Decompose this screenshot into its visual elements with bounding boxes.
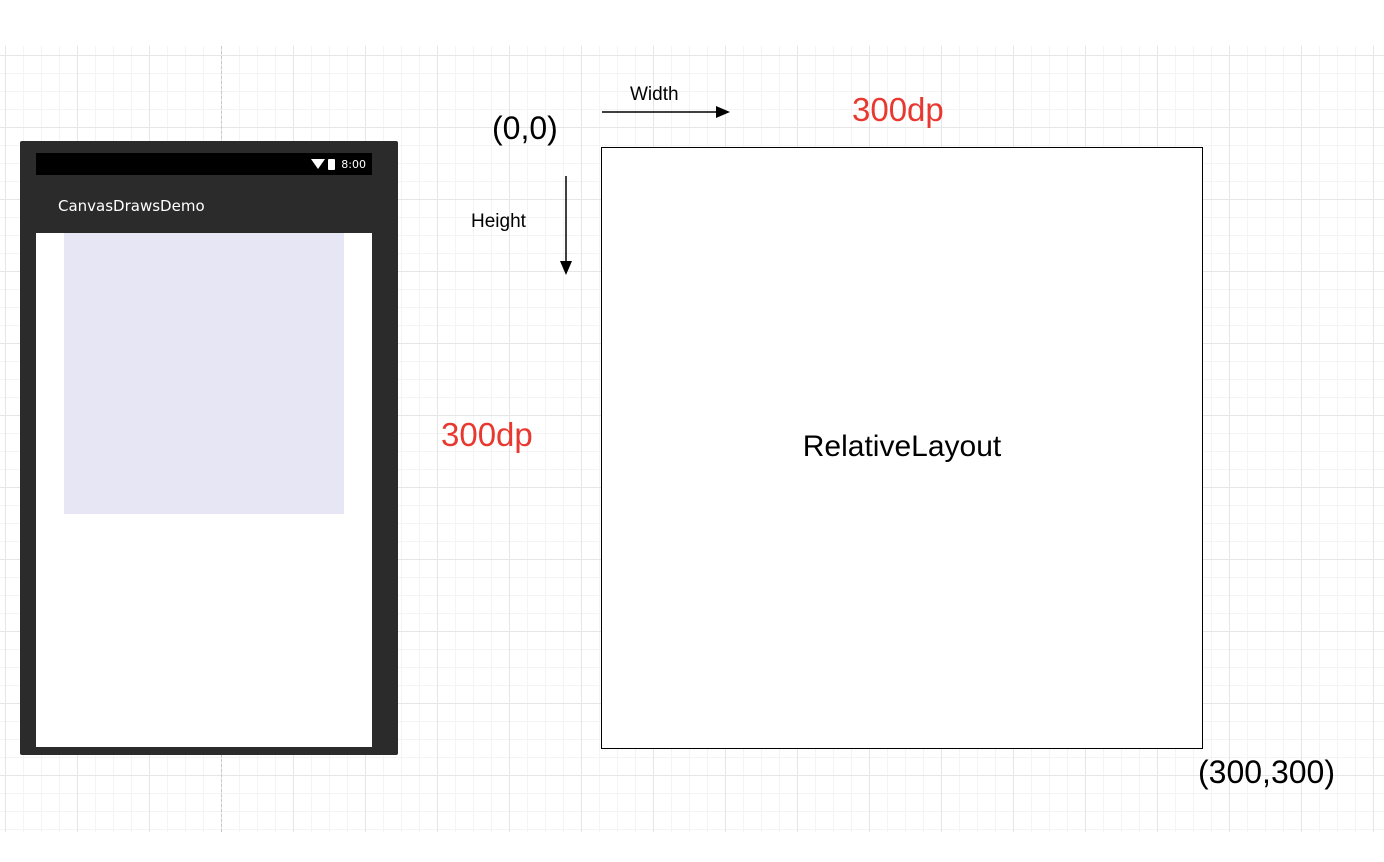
relative-layout-box: RelativeLayout: [601, 147, 1203, 749]
canvas-content-box: [64, 233, 344, 514]
status-time: 8:00: [341, 157, 366, 171]
origin-coordinate-label: (0,0): [492, 110, 558, 146]
app-title: CanvasDrawsDemo: [58, 197, 205, 215]
battery-icon: [328, 158, 336, 170]
app-bar: CanvasDrawsDemo: [36, 175, 372, 233]
width-dimension-label: 300dp: [852, 91, 944, 128]
status-bar: 8:00: [36, 153, 372, 175]
height-label: Height: [471, 211, 526, 232]
phone-mockup: 8:00 CanvasDrawsDemo: [20, 141, 398, 755]
wifi-icon: [311, 159, 326, 169]
height-dimension-label: 300dp: [441, 416, 533, 453]
status-icons: 8:00: [311, 155, 366, 173]
end-coordinate-label: (300,300): [1198, 754, 1335, 790]
phone-screen: [36, 233, 372, 747]
width-label: Width: [630, 84, 679, 105]
relative-layout-label: RelativeLayout: [802, 430, 1002, 463]
